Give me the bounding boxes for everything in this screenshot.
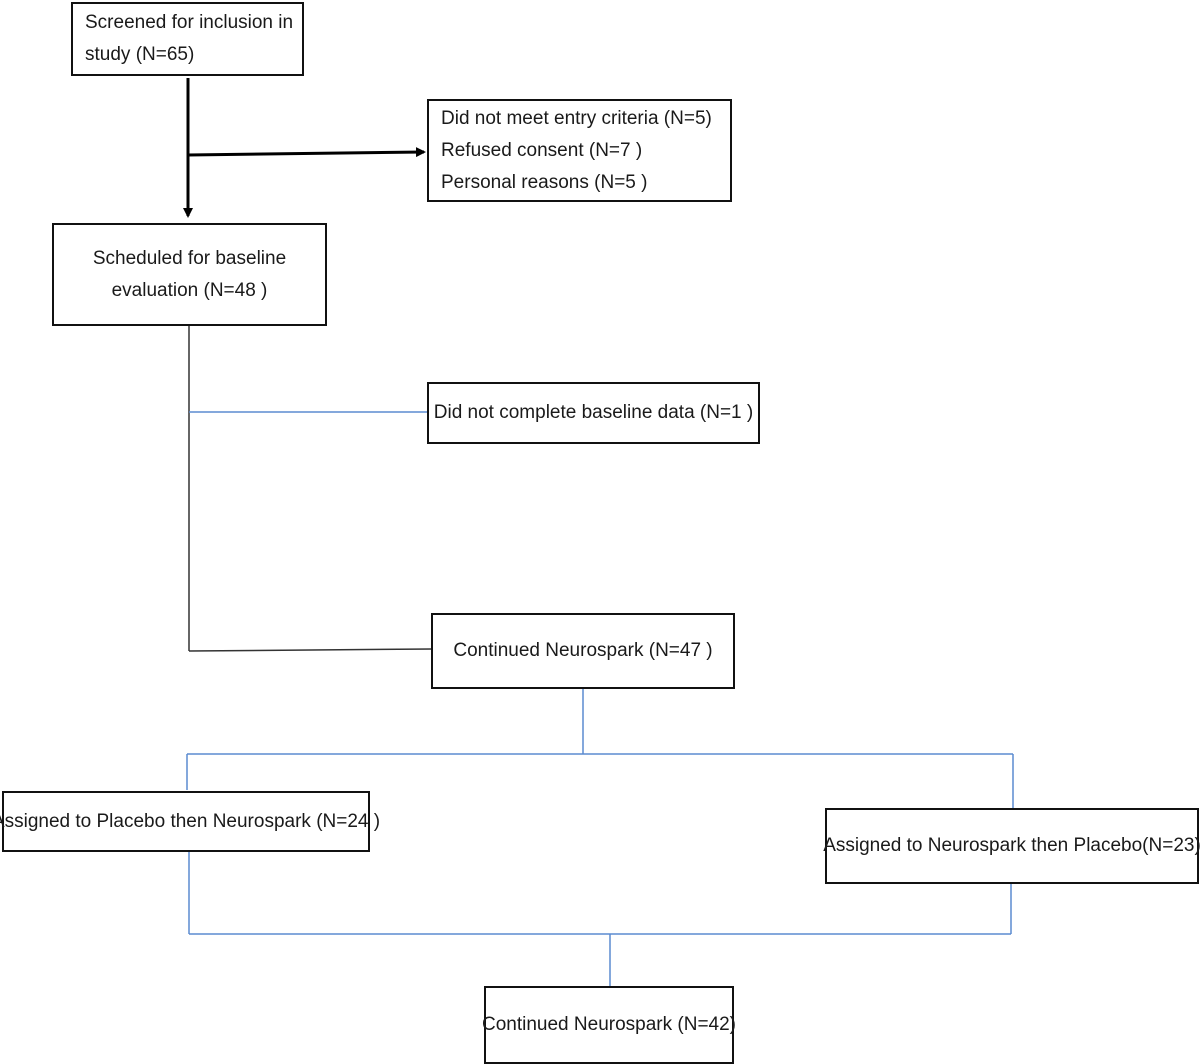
screened-box: Screened for inclusion in study (N=65) — [71, 2, 304, 76]
excluded-line-3: Personal reasons (N=5 ) — [441, 171, 648, 193]
continued-47-box: Continued Neurospark (N=47 ) — [431, 613, 735, 689]
screened-line-2: study (N=65) — [85, 44, 195, 65]
incomplete-line-1: Did not complete baseline data (N=1 ) — [433, 402, 754, 423]
line-to-continued1 — [188, 648, 433, 652]
excluded-line-2: Refused consent (N=7 ) — [441, 139, 643, 161]
excluded-line-1: Did not meet entry criteria (N=5) — [441, 107, 712, 129]
incomplete-box: Did not complete baseline data (N=1 ) — [427, 382, 760, 444]
placebo-first-line-1: Assigned to Placebo then Neurospark (N=2… — [0, 810, 381, 832]
continued-42-box: Continued Neurospark (N=42) — [482, 986, 736, 1064]
scheduled-line-2: evaluation (N=48 ) — [111, 279, 268, 301]
continued-42-line-1: Continued Neurospark (N=42) — [482, 1014, 736, 1035]
scheduled-line-1: Scheduled for baseline — [92, 247, 287, 269]
placebo-first-box: Assigned to Placebo then Neurospark (N=2… — [0, 791, 380, 852]
continued-47-line-1: Continued Neurospark (N=47 ) — [453, 640, 713, 661]
excluded-box: Did not meet entry criteria (N=5) Refuse… — [427, 99, 732, 202]
scheduled-box: Scheduled for baseline evaluation (N=48 … — [52, 223, 327, 326]
neurospark-first-line-1: Assigned to Neurospark then Placebo(N=23… — [823, 835, 1200, 856]
neurospark-first-box: Assigned to Neurospark then Placebo(N=23… — [823, 808, 1200, 884]
arrow-right-to-excluded — [187, 147, 426, 158]
screened-line-1: Screened for inclusion in — [85, 12, 294, 33]
